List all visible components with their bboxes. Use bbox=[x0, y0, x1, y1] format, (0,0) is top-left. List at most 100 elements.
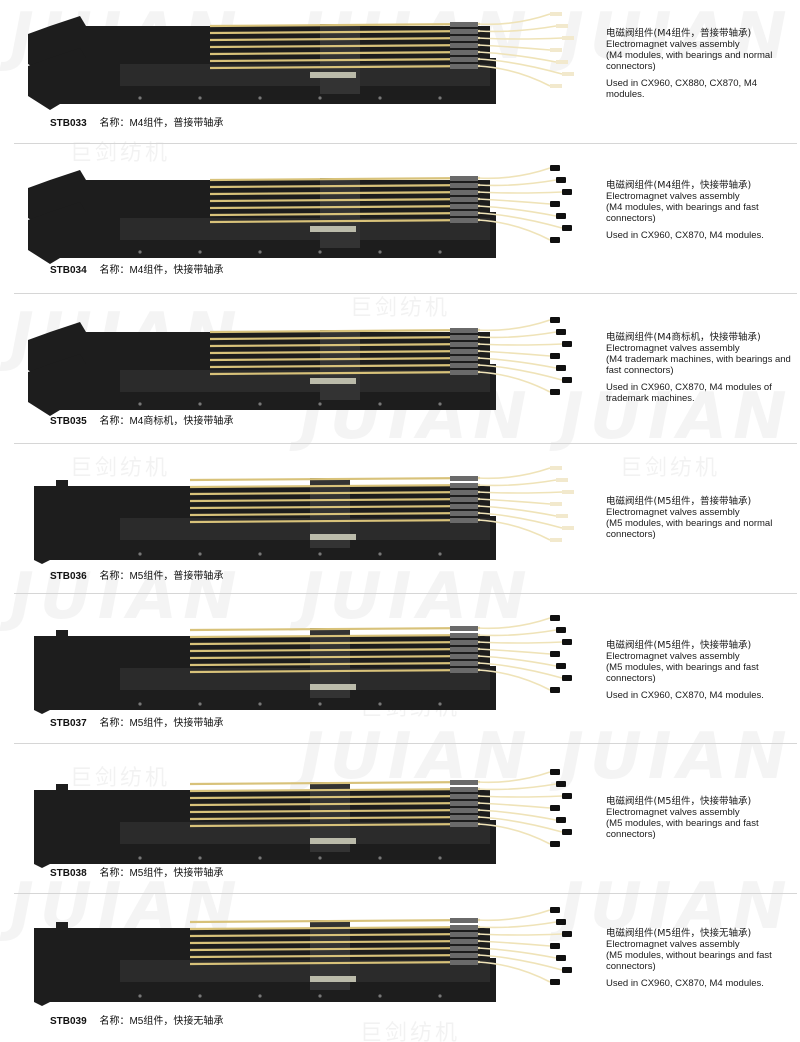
screw-dot bbox=[198, 856, 202, 860]
valve-wire bbox=[189, 794, 481, 800]
product-code: STB037 bbox=[50, 718, 87, 729]
fast-connector bbox=[562, 793, 572, 799]
screw-dot bbox=[138, 994, 142, 998]
valve-wire bbox=[189, 960, 481, 966]
normal-connector bbox=[562, 36, 574, 40]
screw-dot bbox=[138, 856, 142, 860]
connector-cable bbox=[477, 191, 563, 194]
valve-pin bbox=[450, 22, 478, 27]
valve-pin bbox=[450, 511, 478, 516]
product-code: STB034 bbox=[50, 265, 87, 276]
product-name: 名称：M4组件，快接带轴承 bbox=[99, 265, 224, 276]
product-description: 电磁阀组件(M5组件，快接无轴承) Electromagnet valves a… bbox=[606, 928, 796, 989]
fast-connector bbox=[556, 627, 566, 633]
valve-assembly bbox=[34, 615, 572, 714]
valve-assembly-image bbox=[34, 769, 572, 868]
connector-cable bbox=[477, 364, 563, 381]
fast-connector bbox=[550, 317, 560, 323]
product-code: STB038 bbox=[50, 868, 87, 879]
valve-wire bbox=[189, 647, 481, 653]
connector-cable bbox=[477, 65, 551, 87]
valve-wire bbox=[189, 780, 481, 786]
screw-dot bbox=[378, 402, 382, 406]
valve-pin bbox=[450, 197, 478, 202]
connector-cable bbox=[477, 198, 551, 205]
title-cn: 电磁阀组件(M5组件，快接无轴承) bbox=[606, 928, 752, 939]
valve-pin bbox=[450, 654, 478, 659]
valve-pin bbox=[450, 183, 478, 188]
valve-pin bbox=[450, 50, 478, 55]
fast-connector bbox=[550, 769, 560, 775]
valve-pin bbox=[450, 640, 478, 645]
normal-connector bbox=[562, 72, 574, 76]
fast-connector bbox=[550, 389, 560, 395]
valve-wire bbox=[209, 218, 481, 224]
normal-connector bbox=[556, 24, 568, 28]
connector-cable bbox=[477, 25, 557, 33]
connector-cable bbox=[477, 491, 563, 494]
connector-cable bbox=[477, 655, 557, 667]
title-cn: 电磁阀组件(M4组件，普接带轴承) bbox=[606, 28, 752, 39]
screw-dot bbox=[378, 552, 382, 556]
screw-dot bbox=[258, 96, 262, 100]
product-description: 电磁阀组件(M4组件，普接带轴承) Electromagnet valves a… bbox=[606, 28, 796, 100]
row-divider bbox=[14, 743, 797, 744]
valve-wire bbox=[189, 946, 481, 952]
valve-rail bbox=[120, 218, 490, 240]
valve-wire bbox=[189, 654, 481, 660]
valve-assembly-image bbox=[28, 317, 572, 416]
row-divider bbox=[14, 593, 797, 594]
valve-pin bbox=[450, 218, 478, 223]
valve-pin bbox=[450, 633, 478, 638]
screw-dot bbox=[438, 402, 442, 406]
valve-wire bbox=[189, 661, 481, 667]
connector-cable bbox=[477, 205, 557, 217]
valve-label-plate bbox=[310, 72, 356, 78]
valve-pin bbox=[450, 204, 478, 209]
valve-assembly bbox=[28, 165, 572, 264]
valve-wire bbox=[209, 370, 481, 376]
valve-pin bbox=[450, 647, 478, 652]
valve-assembly-image bbox=[28, 165, 572, 264]
product-name: 名称：M5组件，快接无轴承 bbox=[99, 1016, 224, 1027]
valve-wire bbox=[189, 633, 481, 639]
valve-pin bbox=[450, 925, 478, 930]
fast-connector bbox=[556, 365, 566, 371]
normal-connector bbox=[550, 466, 562, 470]
screw-dot bbox=[138, 402, 142, 406]
fast-connector bbox=[556, 329, 566, 335]
valve-rail bbox=[120, 822, 490, 844]
valve-pin bbox=[450, 939, 478, 944]
screw-dot bbox=[318, 702, 322, 706]
fast-connector bbox=[550, 651, 560, 657]
valve-wire bbox=[189, 476, 481, 482]
product-description: 电磁阀组件(M5组件，快接带轴承) Electromagnet valves a… bbox=[606, 796, 796, 840]
product-code: STB033 bbox=[50, 118, 87, 129]
valve-wire bbox=[189, 483, 481, 489]
connector-cable bbox=[477, 371, 551, 393]
connector-cable bbox=[477, 350, 551, 357]
valve-wire bbox=[189, 787, 481, 793]
row-divider bbox=[14, 293, 797, 294]
connector-cable bbox=[477, 802, 551, 809]
title-en: Electromagnet valves assembly bbox=[606, 507, 740, 518]
valve-assembly bbox=[28, 317, 572, 416]
valve-assembly-image bbox=[34, 615, 572, 714]
fast-connector bbox=[562, 639, 572, 645]
connector-cable bbox=[477, 219, 551, 241]
valve-wire bbox=[209, 211, 481, 217]
usage-text: Used in CX960, CX880, CX870, M4 modules. bbox=[606, 78, 758, 100]
product-code: STB035 bbox=[50, 416, 87, 427]
connector-cable bbox=[477, 331, 557, 339]
connector-cable bbox=[477, 167, 551, 180]
usage-text: Used in CX960, CX870, M4 modules. bbox=[606, 230, 764, 241]
valve-wire bbox=[189, 939, 481, 945]
product-label: STB039 名称：M5组件，快接无轴承 bbox=[50, 1016, 223, 1028]
valve-wire bbox=[189, 815, 481, 821]
screw-dot bbox=[258, 702, 262, 706]
valve-label-plate bbox=[310, 226, 356, 232]
usage-text: Used in CX960, CX870, M4 modules of trad… bbox=[606, 382, 772, 404]
fast-connector bbox=[550, 201, 560, 207]
title-en: Electromagnet valves assembly bbox=[606, 343, 740, 354]
screw-dot bbox=[138, 552, 142, 556]
